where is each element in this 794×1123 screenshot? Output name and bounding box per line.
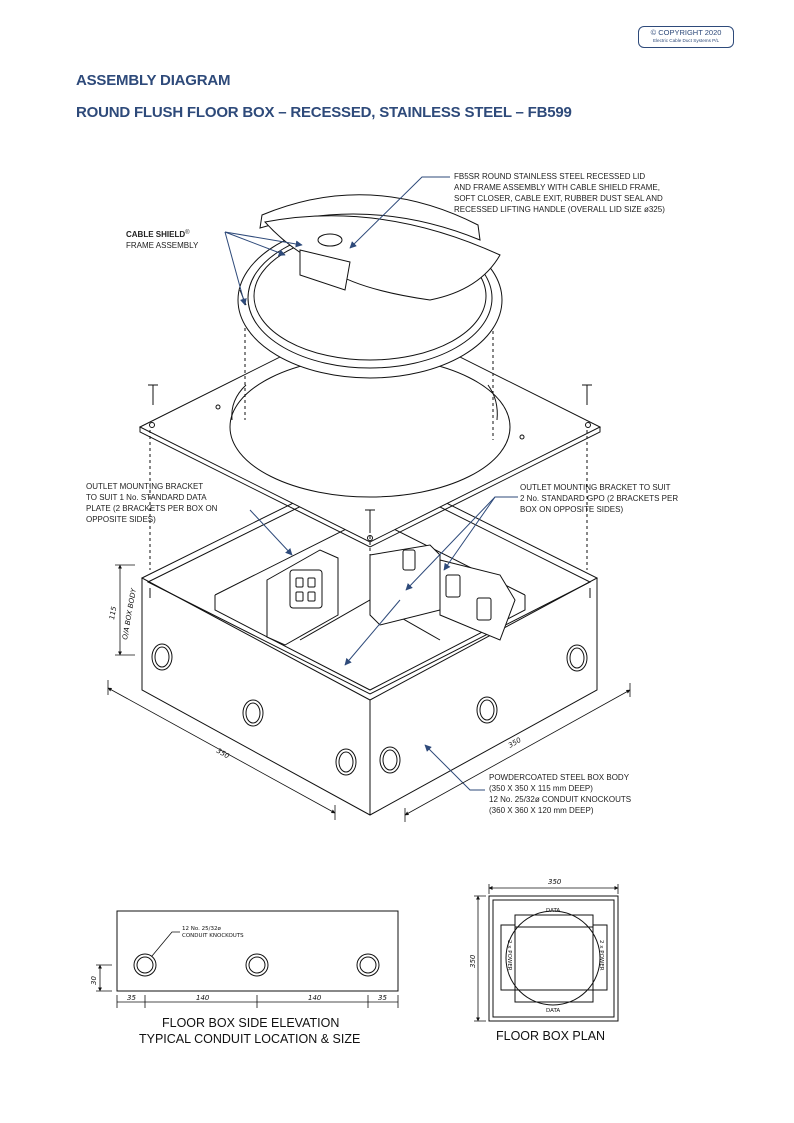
width-left-dimension: 350 <box>215 747 231 761</box>
plan-width-dimension: 350 <box>548 878 562 886</box>
elevation-seg-2: 140 <box>196 994 210 1002</box>
plan-label-bottom: DATA <box>546 1008 560 1014</box>
elevation-seg-1: 35 <box>127 994 136 1002</box>
outlet-brackets <box>266 544 516 646</box>
plan-caption: FLOOR BOX PLAN <box>496 1029 605 1043</box>
cable-shield-sub: FRAME ASSEMBLY <box>126 241 199 250</box>
plan-label-right: 2 x POWER <box>598 940 604 971</box>
copyright-badge: © COPYRIGHT 2020 Electric Cable Duct Sys… <box>638 26 734 48</box>
elevation-seg-4: 35 <box>378 994 387 1002</box>
lid-callout: FB5SR ROUND STAINLESS STEEL RECESSED LID… <box>454 172 665 214</box>
copyright-line2: Electric Cable Duct Systems P/L <box>652 37 720 43</box>
page-subtitle: ROUND FLUSH FLOOR BOX – RECESSED, STAINL… <box>76 104 572 121</box>
depth-dimension-label: O/A BOX BODY <box>121 587 138 640</box>
elevation-height-dimension: 30 <box>90 976 98 985</box>
elevation-seg-3: 140 <box>308 994 322 1002</box>
plan-view <box>474 884 619 1022</box>
elevation-note: 12 No. 25/32ø CONDUIT KNOCKOUTS <box>182 926 244 939</box>
side-elevation <box>96 910 399 1008</box>
lid-frame <box>237 194 503 379</box>
gpo-bracket-callout: OUTLET MOUNTING BRACKET TO SUIT 2 No. ST… <box>520 483 680 514</box>
screws <box>148 280 592 570</box>
box-body-callout: POWDERCOATED STEEL BOX BODY (350 X 350 X… <box>489 773 633 815</box>
elevation-caption: FLOOR BOX SIDE ELEVATION TYPICAL CONDUIT… <box>139 1016 360 1046</box>
cable-shield-title: CABLE SHIELD® <box>126 229 190 239</box>
page-title: ASSEMBLY DIAGRAM <box>76 72 231 89</box>
iso-dimensions <box>107 564 631 822</box>
plan-label-left: 2 x POWER <box>506 940 512 971</box>
plan-height-dimension: 350 <box>469 954 477 968</box>
copyright-line1: © COPYRIGHT 2020 <box>650 28 722 37</box>
depth-dimension: 115 <box>108 605 118 620</box>
plan-label-top: DATA <box>546 908 560 914</box>
data-bracket-callout: OUTLET MOUNTING BRACKET TO SUIT 1 No. ST… <box>86 482 220 524</box>
